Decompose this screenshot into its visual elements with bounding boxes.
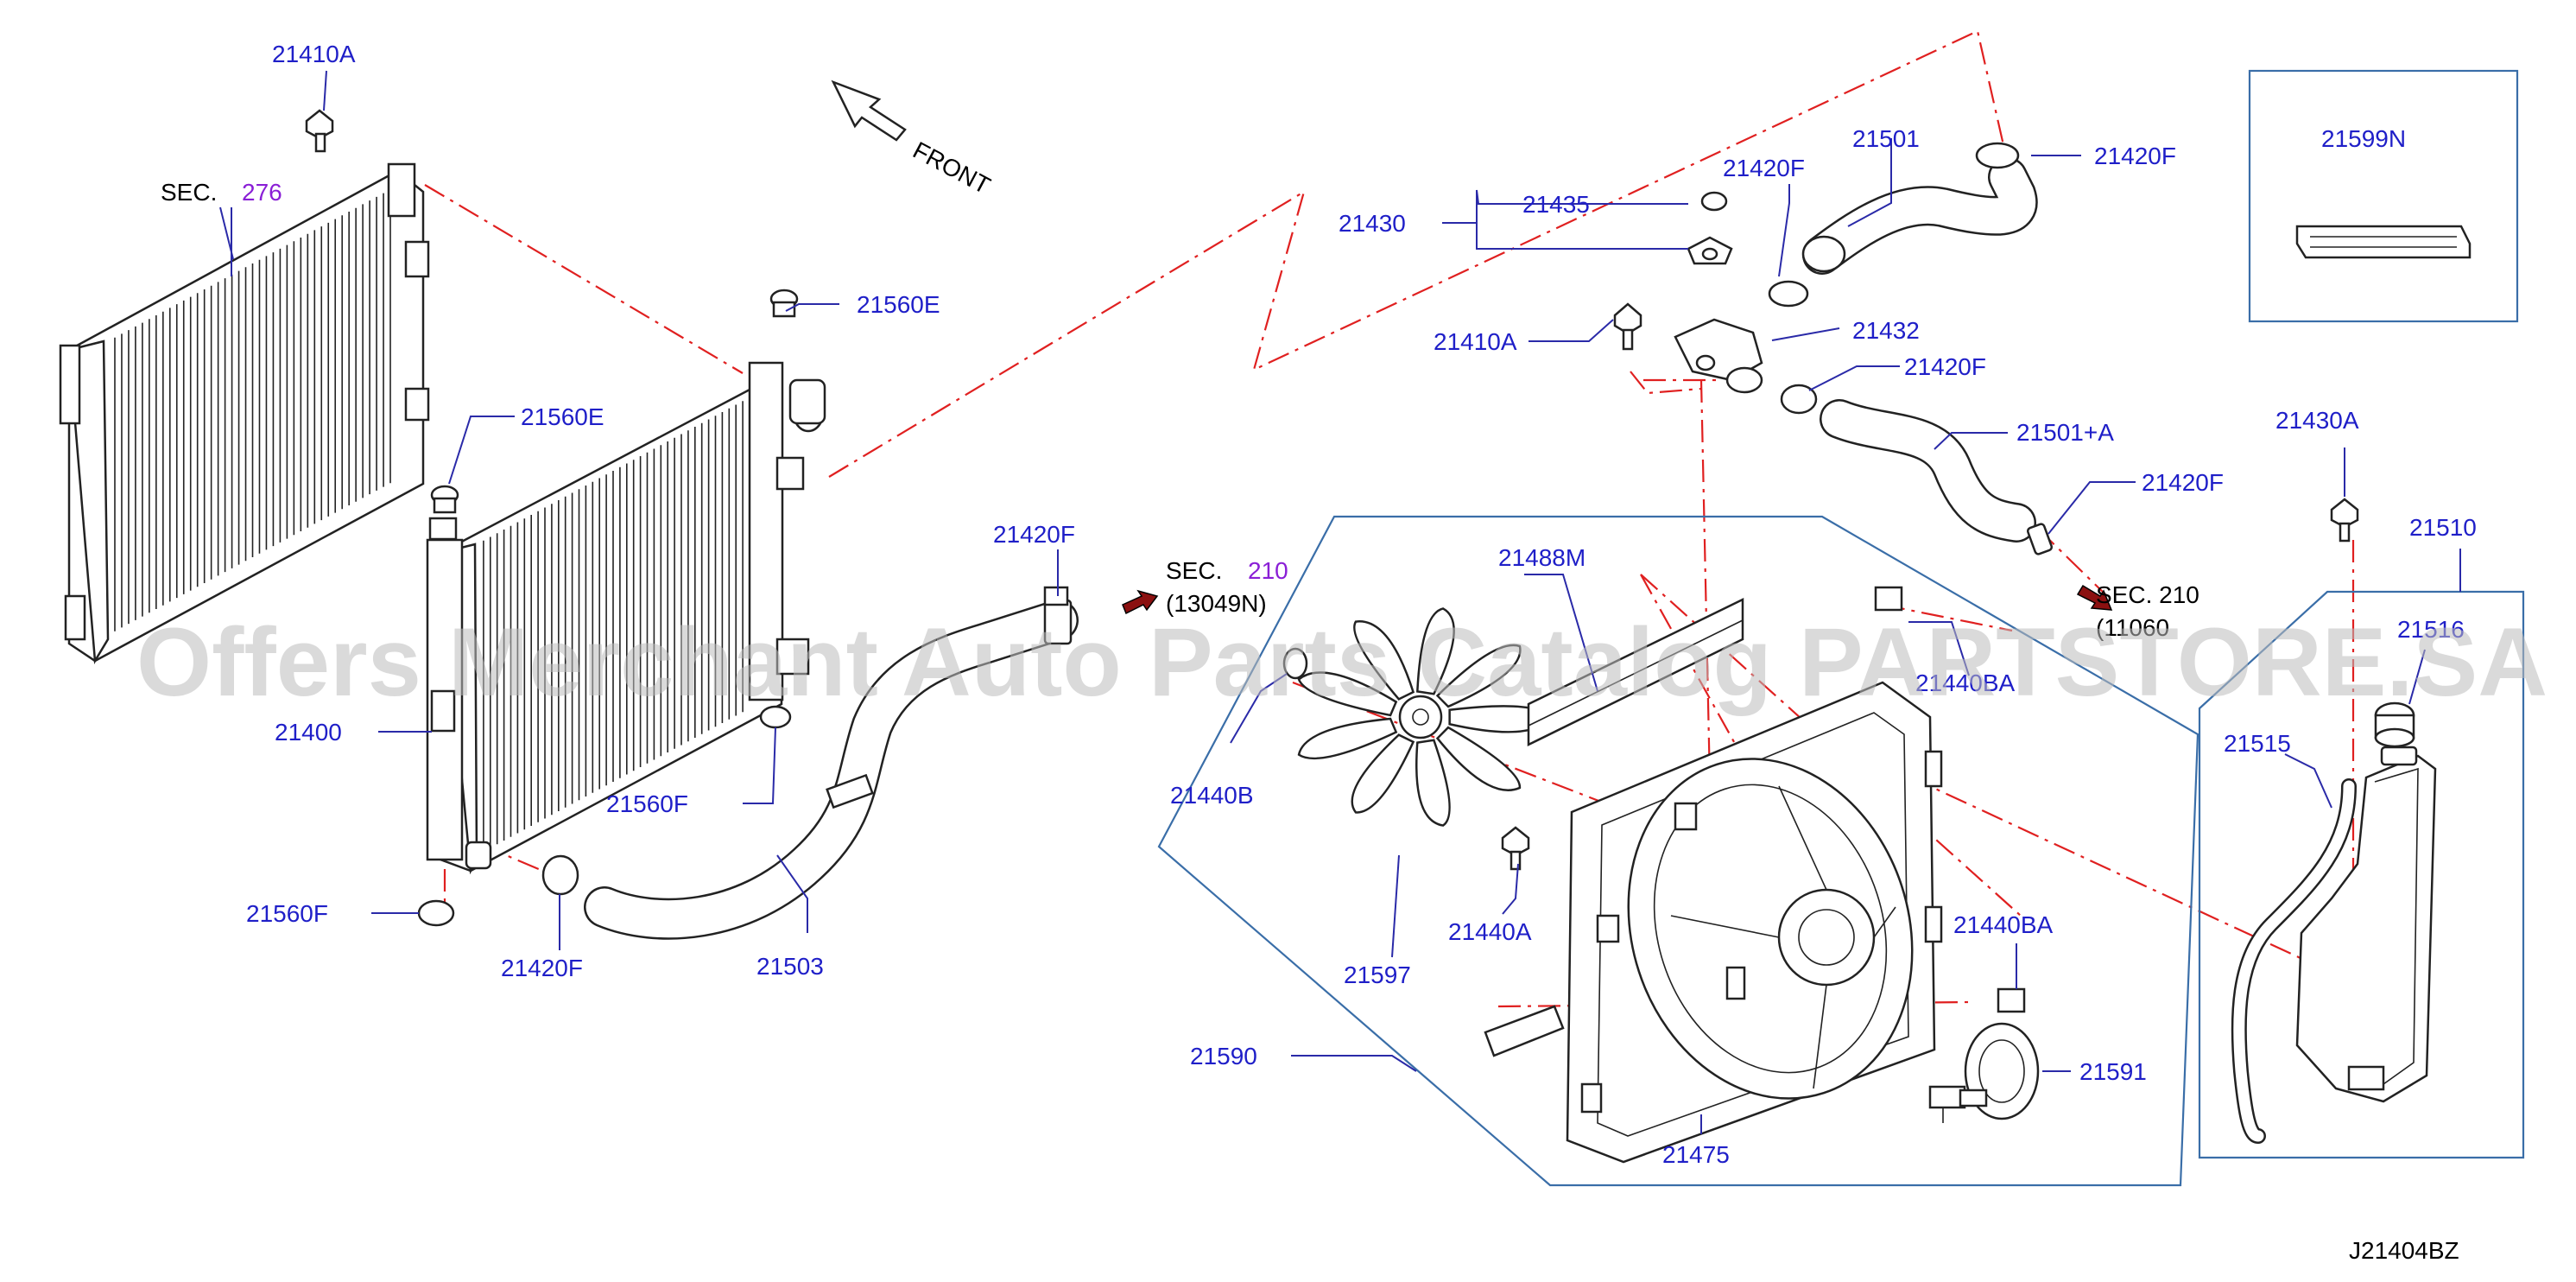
leader-lines (219, 70, 2461, 1134)
front-label: FRONT (908, 136, 995, 200)
hose-clamps (541, 142, 2053, 896)
label-21440ba-low: 21440BA (1953, 911, 2054, 938)
label-21440a: 21440A (1448, 918, 1532, 945)
label-21410a-mid: 21410A (1434, 328, 1517, 355)
fan-blade (1351, 733, 1415, 814)
inset-box (2248, 69, 2519, 323)
part-labels: 21410A SEC. 276 21560E 21560E 21400 2156… (161, 41, 2477, 1264)
bolt-21410a-top (305, 109, 334, 153)
sec-210-sub: (13049N) (1166, 590, 1267, 617)
label-21560f-mid: 21560F (606, 790, 688, 817)
fan-blade (1297, 717, 1398, 760)
label-21560f-low: 21560F (246, 900, 328, 927)
label-21440ba-top: 21440BA (1915, 670, 2016, 696)
grommet-21560e-upper (769, 289, 799, 318)
bolt-21410a-mid (1613, 302, 1642, 351)
label-21430a: 21430A (2275, 407, 2359, 434)
motor-21591 (1928, 1022, 2040, 1123)
label-21420f-a: 21420F (1723, 155, 1805, 181)
lower-hose-21503 (584, 599, 1079, 940)
label-21488m: 21488M (1498, 544, 1585, 571)
bolt-21430a (2330, 498, 2359, 543)
grommet-21560f-low (417, 899, 455, 927)
label-21597: 21597 (1344, 962, 1411, 988)
label-21440b: 21440B (1170, 782, 1254, 809)
upper-hose-21501a (1820, 399, 2036, 543)
label-21420f-low: 21420F (501, 955, 583, 981)
seal-small (1484, 1005, 1565, 1057)
fan-blade (1297, 671, 1398, 717)
label-21420f-d: 21420F (2142, 469, 2224, 496)
clip-21440ba-low (1997, 987, 2026, 1013)
label-21420f-c: 21420F (1904, 353, 1986, 380)
sec-arrows (1122, 584, 2113, 615)
fan-21597 (1297, 607, 1552, 827)
label-21599n: 21599N (2321, 125, 2406, 152)
upper-hose-21501 (1801, 157, 2038, 275)
fan-shroud-21590 (1566, 681, 1943, 1164)
label-21400: 21400 (275, 719, 342, 746)
label-21420f-b: 21420F (2094, 143, 2176, 169)
cap-21435 (1687, 191, 1733, 265)
sec-210-prefix: SEC. (1166, 557, 1222, 584)
water-outlet-21432 (1674, 318, 1763, 394)
label-21515: 21515 (2224, 730, 2291, 757)
bolt-21440a (1501, 826, 1530, 871)
sec-210-number: 210 (1248, 557, 1288, 584)
sec-276-number: 276 (242, 179, 282, 206)
label-21516: 21516 (2397, 616, 2465, 643)
clip-21440b (1282, 647, 1308, 680)
fan-blade (1435, 726, 1522, 791)
front-arrow: FRONT (831, 79, 995, 200)
label-21435: 21435 (1522, 191, 1590, 218)
seal-21488m (1527, 597, 1744, 747)
fan-blade (1415, 739, 1451, 827)
label-21475: 21475 (1662, 1141, 1730, 1168)
label-21560e-upper: 21560E (857, 291, 940, 318)
label-plate-21599n (2295, 225, 2472, 259)
label-21510: 21510 (2409, 514, 2477, 541)
label-21503: 21503 (756, 953, 824, 980)
watermark-text: Offers Merchant Auto Parts Catalog PARTS… (136, 608, 2548, 716)
fan-blade (1435, 644, 1522, 708)
label-21591: 21591 (2079, 1058, 2147, 1085)
overflow-hose-21515 (2231, 778, 2357, 1144)
label-21590: 21590 (1190, 1043, 1257, 1069)
condenser (59, 162, 430, 664)
label-21430: 21430 (1339, 210, 1406, 237)
label-21420f-hose: 21420F (993, 521, 1075, 548)
label-21501a: 21501+A (2016, 419, 2114, 446)
sec-right: SEC. 210 (2096, 581, 2199, 608)
label-21432: 21432 (1852, 317, 1920, 344)
radiator (426, 361, 826, 875)
reservoir-group-box (2198, 590, 2525, 1159)
grommet-21560e-left (430, 485, 459, 514)
fan-blade (1416, 607, 1455, 695)
fan-blade (1353, 620, 1415, 701)
label-21501: 21501 (1852, 125, 1920, 152)
clip-21440ba-top (1874, 586, 1903, 612)
label-21410a-top: 21410A (272, 41, 356, 67)
diagram-code: J21404BZ (2349, 1237, 2459, 1264)
reservoir-21510 (2295, 701, 2437, 1103)
label-21560e-left: 21560E (521, 403, 604, 430)
fan-shroud-group-box (1157, 515, 2199, 1187)
sec-right-sub: (11060 (2096, 614, 2169, 641)
group-boxes (1157, 69, 2525, 1187)
sec-276-prefix: SEC. (161, 179, 217, 206)
